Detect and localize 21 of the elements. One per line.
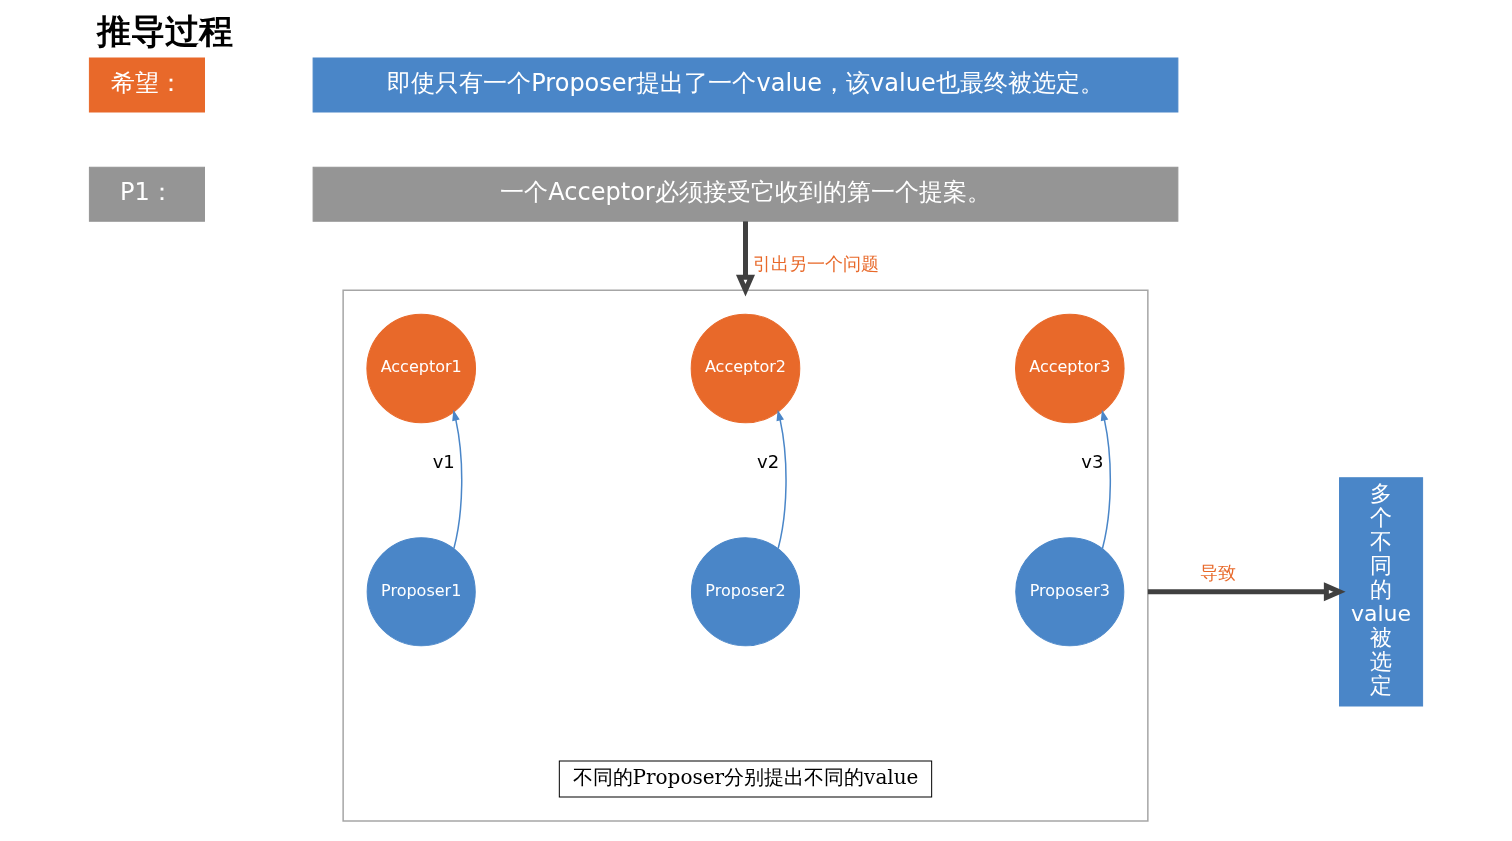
node-box: P1： bbox=[88, 166, 205, 222]
edge-label: v3 bbox=[1081, 450, 1104, 472]
diagram-title: 推导过程 bbox=[97, 10, 234, 51]
edge-label: 引出另一个问题 bbox=[753, 252, 879, 274]
arrow bbox=[1100, 409, 1112, 549]
node-box: 即使只有一个Proposer提出了一个value，该value也最终被选定。 bbox=[312, 57, 1179, 113]
node-box: 多个不同的value被选定 bbox=[1339, 476, 1424, 706]
edge-label: v2 bbox=[757, 450, 780, 472]
arrow bbox=[1147, 581, 1346, 601]
node-circle: Proposer1 bbox=[366, 536, 476, 646]
arrow bbox=[735, 220, 755, 296]
edge-label: 导致 bbox=[1199, 561, 1236, 583]
arrow bbox=[452, 409, 463, 549]
arrow bbox=[776, 409, 787, 549]
node-circle: Proposer3 bbox=[1015, 536, 1125, 646]
node-box: 不同的Proposer分别提出不同的value bbox=[558, 759, 933, 797]
node-circle: Proposer2 bbox=[690, 536, 801, 646]
edge-label: v1 bbox=[432, 450, 455, 472]
cluster bbox=[342, 289, 1149, 822]
node-box: 希望： bbox=[88, 57, 205, 113]
node-box: 一个Acceptor必须接受它收到的第一个提案。 bbox=[312, 166, 1179, 222]
